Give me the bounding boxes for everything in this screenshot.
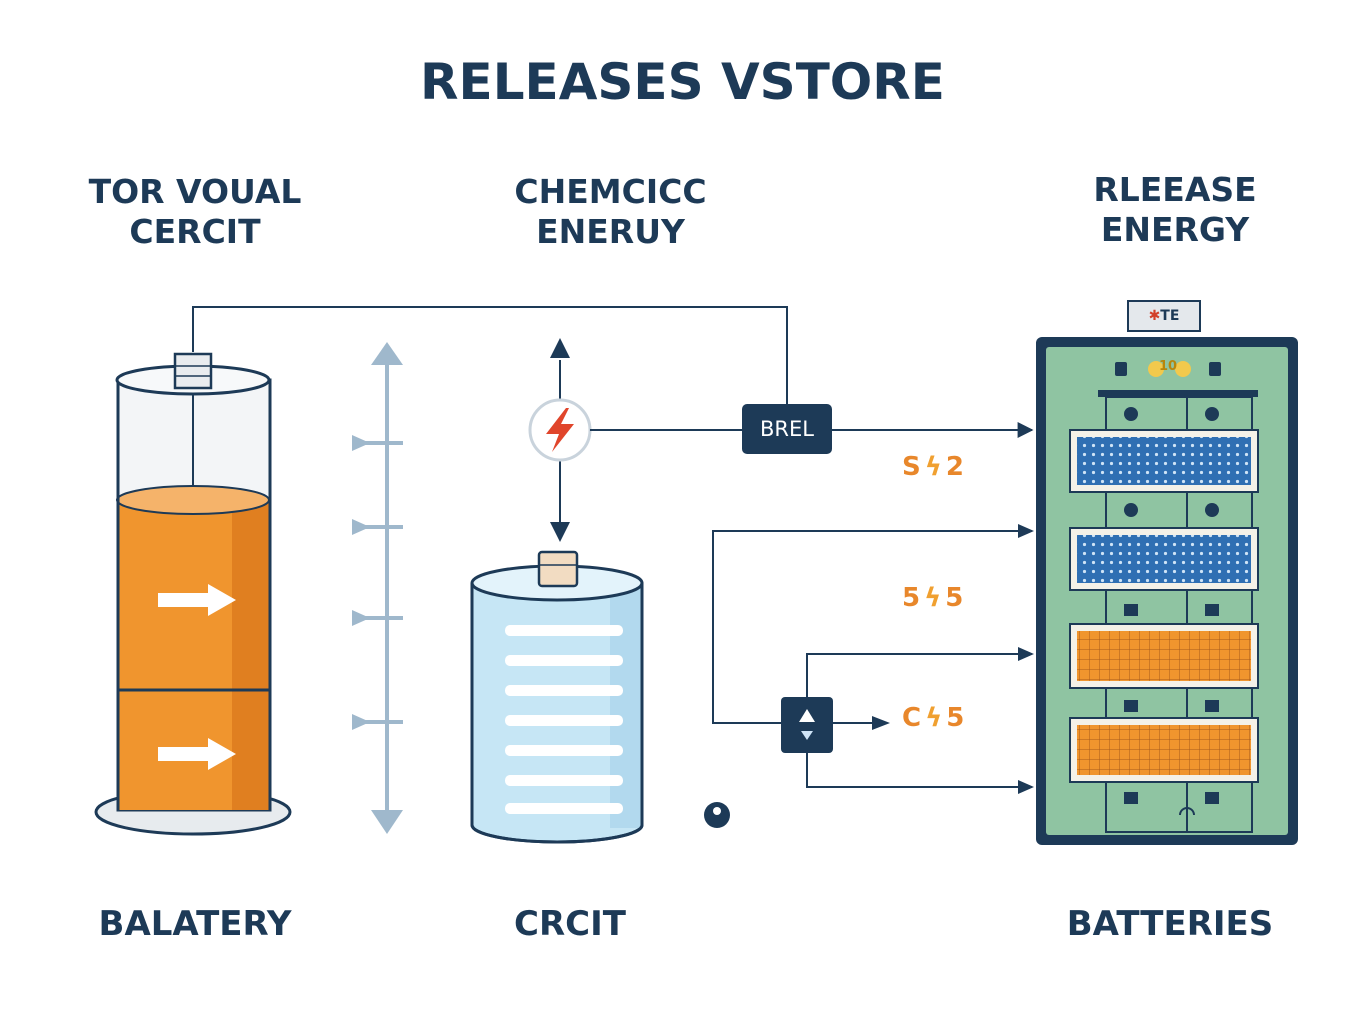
left-column-heading: TOR VOUAL CERCIT [40, 172, 350, 251]
left-cylinder-battery [94, 352, 292, 836]
lightning-bolt-icon: ϟ [924, 452, 942, 482]
flow-2-left: 5 [902, 583, 921, 613]
pack-plate-text: TE [1160, 308, 1180, 324]
switch-box [781, 697, 833, 753]
left-column-footer: BALATERY [98, 904, 292, 944]
right-heading-line2: ENERGY [1100, 209, 1250, 249]
flow-1-left: S [902, 452, 921, 482]
battery-pack [1036, 300, 1298, 845]
lightning-bolt-icon: ϟ [924, 583, 942, 613]
right-column-footer: BATTERIES [1066, 904, 1274, 944]
warning-icon: ✱ [1148, 308, 1161, 324]
voltage-scale-arrow [352, 342, 403, 834]
left-heading-line1: TOR VOUAL [88, 172, 302, 211]
middle-heading-line2: ENERUY [536, 211, 685, 251]
flow-2-right: 5 [945, 583, 964, 613]
pack-plate-label: ✱TE [1128, 301, 1200, 331]
energy-node [528, 338, 742, 542]
right-heading-line1: RLEEASE [1093, 170, 1257, 209]
right-arrow-icon [158, 738, 236, 770]
right-arrow-icon [158, 584, 236, 616]
left-heading-line2: CERCIT [129, 211, 261, 251]
diagram-title: RELEASES VSTORE [420, 53, 945, 111]
flow-1-right: 2 [945, 452, 964, 482]
right-column-heading: RLEEASE ENERGY [1020, 170, 1330, 249]
brel-controller-box [742, 404, 832, 454]
pack-indicator-label: 10 [1158, 359, 1178, 374]
middle-heading-line1: CHEMCICC [514, 172, 707, 211]
flow-3-right: 5 [946, 703, 965, 733]
lightning-bolt-icon [546, 408, 574, 452]
brel-controller-label: BREL [760, 417, 814, 441]
pack-wiring [712, 524, 1034, 794]
up-down-arrow-icon [799, 709, 815, 722]
top-wire [192, 306, 788, 405]
lightning-bolt-icon: ϟ [925, 703, 943, 733]
middle-column-footer: CRCIT [514, 904, 626, 944]
middle-column-heading: CHEMCICC ENERUY [458, 172, 763, 251]
node-dot [704, 802, 730, 828]
flow-3-left: C [902, 703, 922, 733]
middle-cylinder-battery [470, 550, 644, 844]
